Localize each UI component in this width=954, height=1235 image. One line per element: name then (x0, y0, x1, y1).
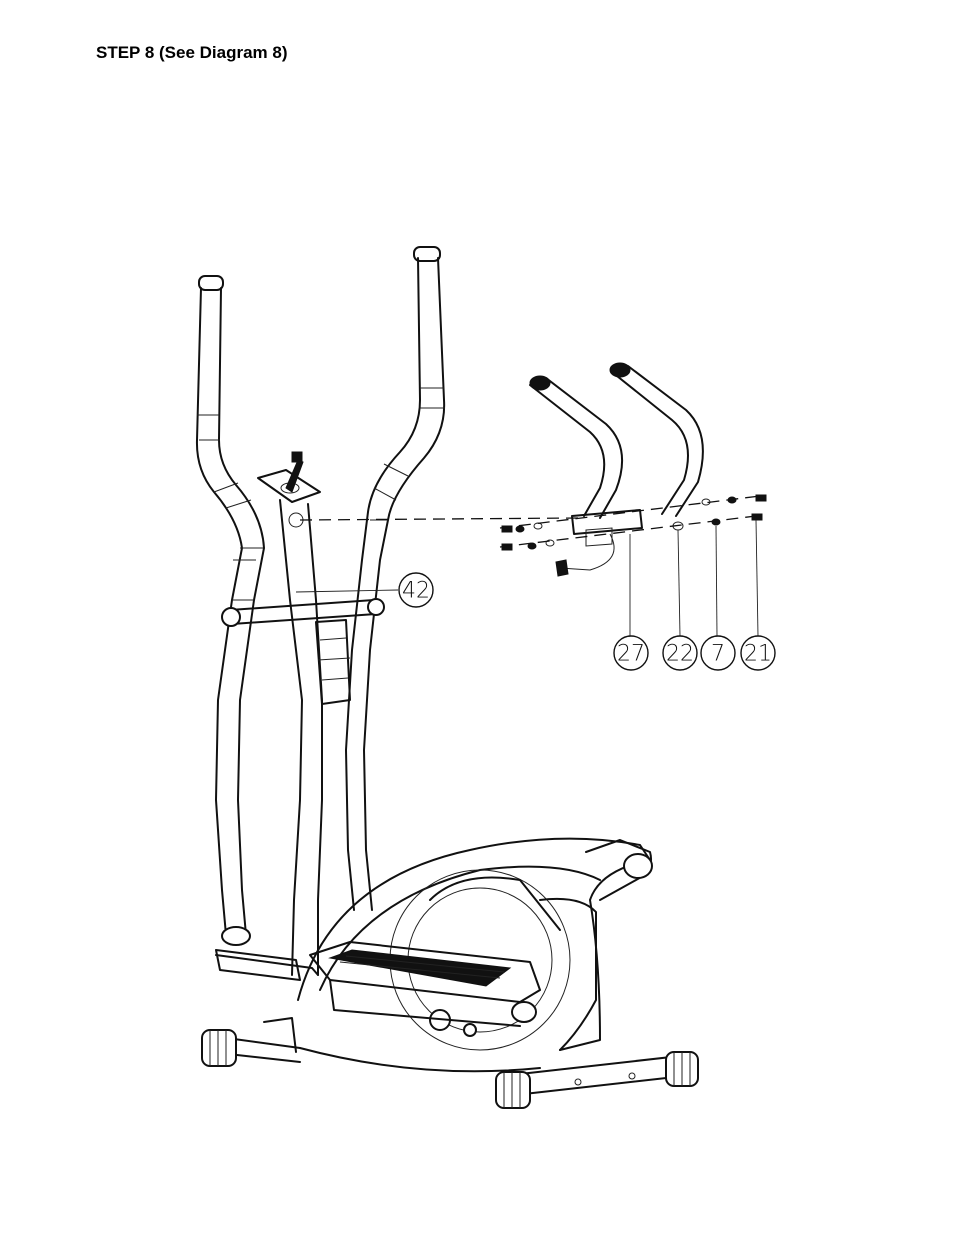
rear-stabilizer (300, 1048, 698, 1108)
callout-label-21: 21 (744, 642, 772, 667)
pedal (310, 942, 540, 1026)
mast-part-42 (258, 452, 350, 975)
callout-label-27: 27 (617, 642, 645, 667)
left-handlebar-arm (197, 276, 264, 935)
flywheel-shroud (298, 839, 652, 1050)
callout-7: 7 (701, 636, 735, 670)
callout-21: 21 (741, 636, 775, 670)
callout-label-7: 7 (711, 642, 725, 667)
callout-label-22: 22 (666, 642, 694, 667)
upper-handlebar-part-27 (530, 363, 703, 576)
right-handlebar-arm (346, 247, 445, 910)
callout-22: 22 (663, 636, 697, 670)
cross-bar (222, 599, 384, 626)
front-stabilizer (202, 927, 318, 1066)
callout-42: 42 (399, 573, 433, 607)
callout-27: 27 (614, 636, 648, 670)
callout-label-42: 42 (402, 579, 430, 604)
